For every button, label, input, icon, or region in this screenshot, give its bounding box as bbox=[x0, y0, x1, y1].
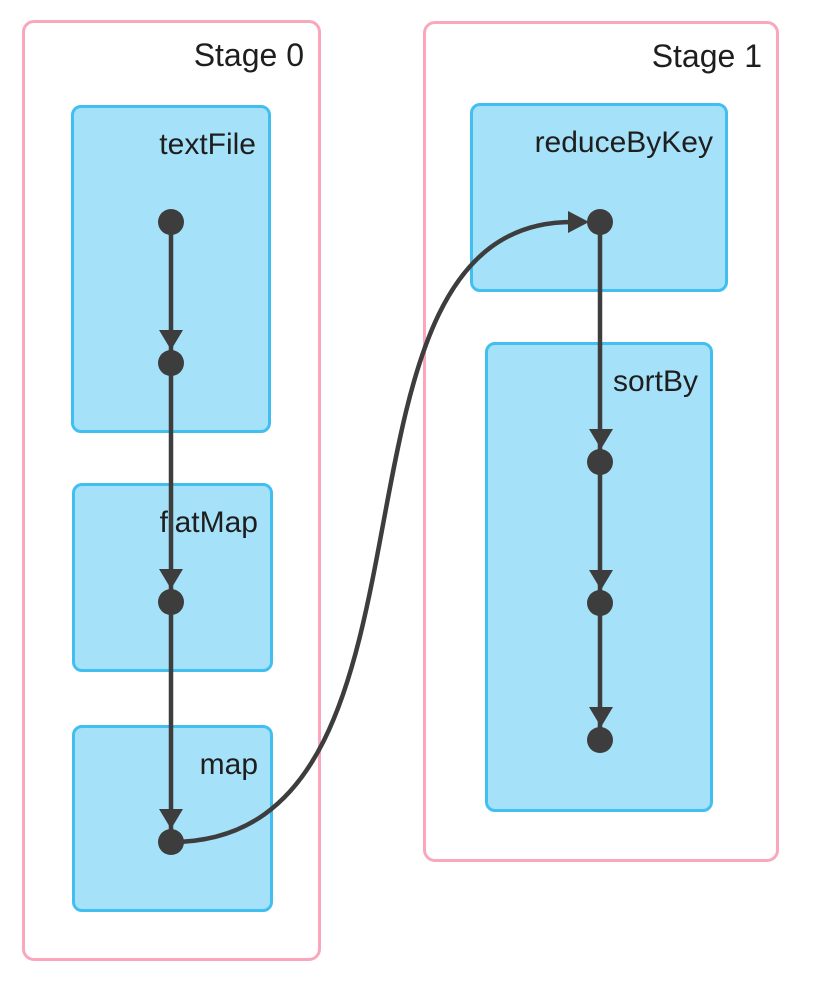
rdd-dot-reducebykey[interactable] bbox=[587, 209, 613, 235]
node-flatmap: flatMap bbox=[72, 483, 273, 672]
stage-0-label: Stage 0 bbox=[193, 37, 304, 73]
rdd-dot-textfile-2[interactable] bbox=[158, 350, 184, 376]
node-reducebykey: reduceByKey bbox=[470, 103, 728, 292]
node-textfile-label: textFile bbox=[159, 128, 256, 161]
node-map-label: map bbox=[199, 748, 258, 781]
stage-1-label: Stage 1 bbox=[651, 38, 762, 74]
node-reducebykey-label: reduceByKey bbox=[534, 126, 713, 159]
rdd-dot-sortby-3[interactable] bbox=[587, 727, 613, 753]
rdd-dot-sortby-2[interactable] bbox=[587, 590, 613, 616]
node-map: map bbox=[72, 725, 273, 912]
rdd-dot-map[interactable] bbox=[158, 829, 184, 855]
node-textfile: textFile bbox=[71, 105, 271, 433]
rdd-dot-flatmap[interactable] bbox=[158, 589, 184, 615]
node-sortby-label: sortBy bbox=[612, 365, 698, 398]
rdd-dot-sortby-1[interactable] bbox=[587, 449, 613, 475]
node-flatmap-label: flatMap bbox=[159, 506, 258, 539]
rdd-dot-textfile-1[interactable] bbox=[158, 209, 184, 235]
